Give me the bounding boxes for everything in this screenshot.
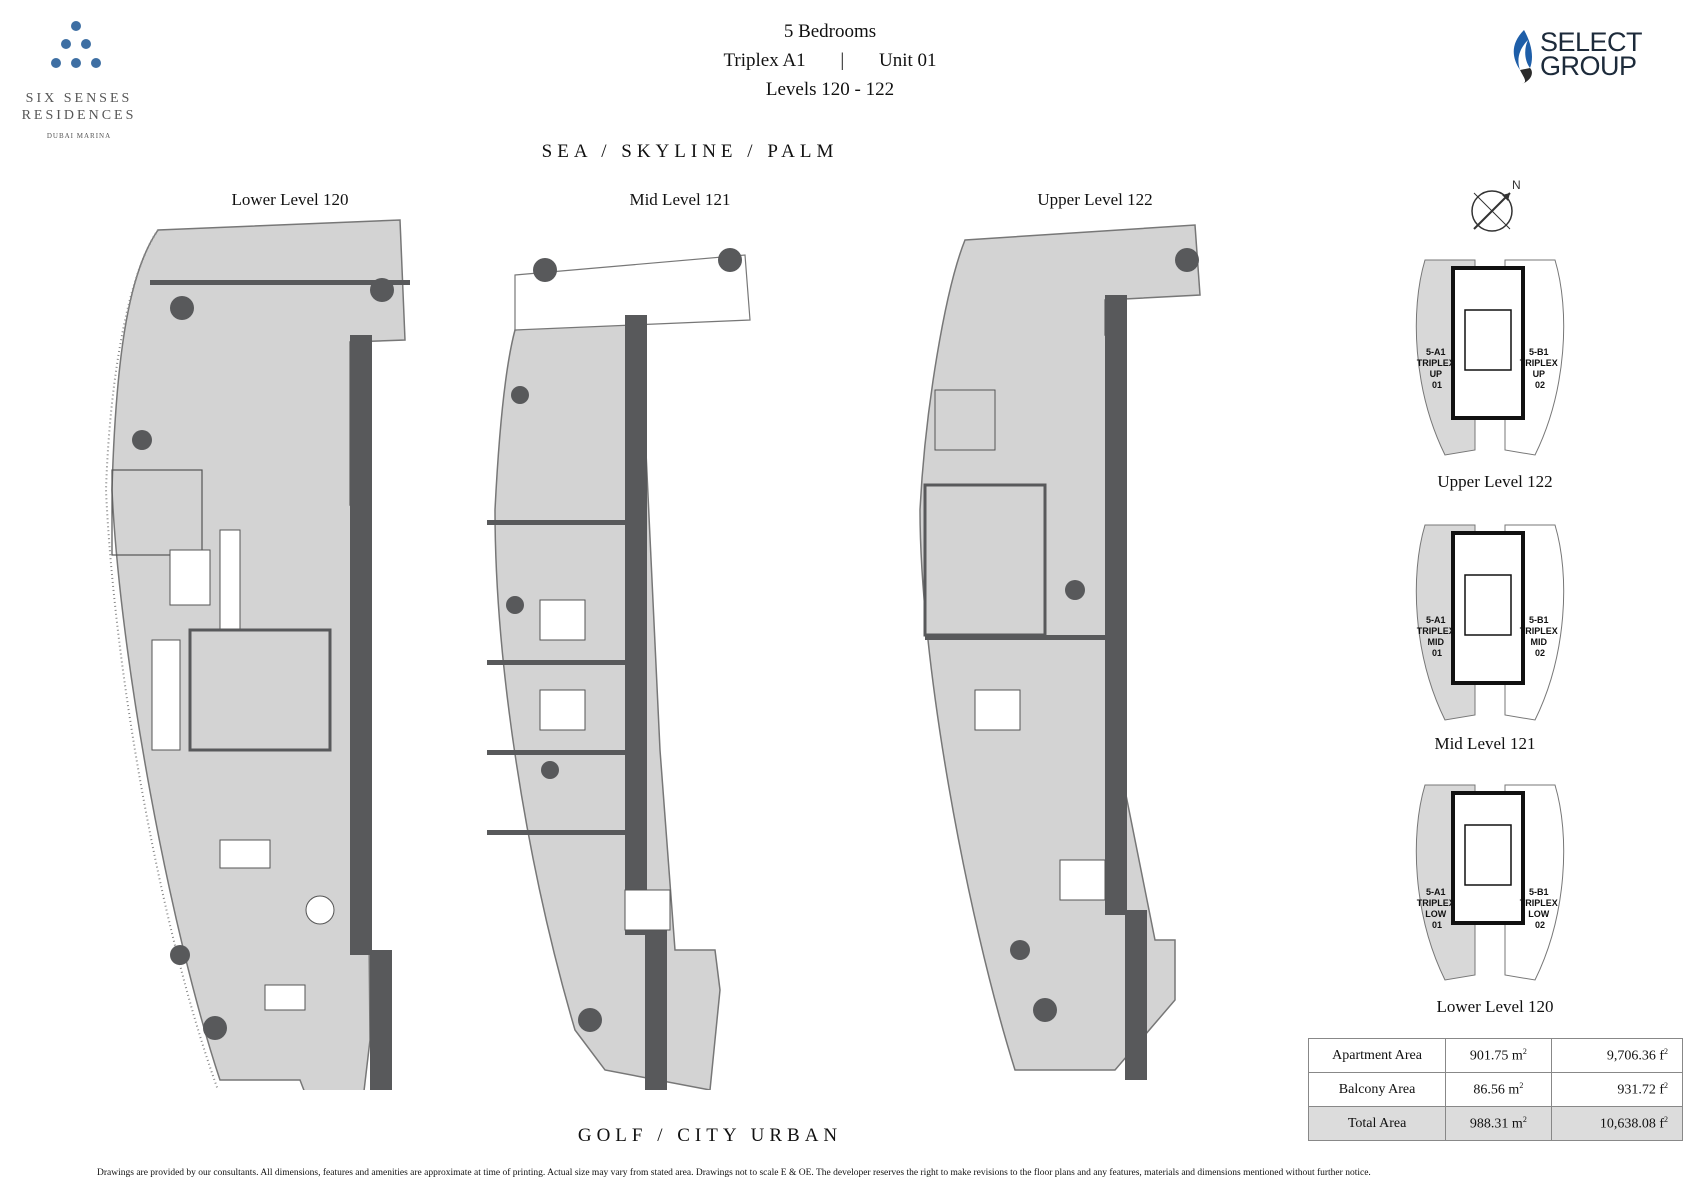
floor-plan-upper-level [919,224,1201,1080]
unit-type: Triplex A1 [723,50,806,71]
separator: | [840,50,845,71]
structural-wall-lower [645,930,667,1090]
floor-plan-mid-level [487,248,751,1090]
area-table: Apartment Area 901.75 m2 9,706.36 f2 Bal… [1307,1038,1683,1141]
logo-name-line1: SIX SENSES [25,91,133,106]
area-ft: 9,706.36 f2 [1550,1038,1683,1073]
north-label: N [1512,178,1521,192]
key-right-line4: 02 [1535,648,1545,658]
plan-title-lower: Lower Level 120 [231,190,349,209]
unit-number: Unit 01 [878,50,937,71]
logo-name-line2: RESIDENCES [21,108,137,123]
key-title-lower: Lower Level 120 [1436,997,1554,1016]
area-ft: 10,638.08 f2 [1550,1106,1683,1141]
key-left-line1: 5-A1 [1426,615,1446,625]
floor-area [111,219,406,1090]
key-right-line1: 5-B1 [1529,347,1549,357]
key-left-line2: TRIPLEX [1417,626,1455,636]
disclaimer-text: Drawings are provided by our consultants… [97,1168,1371,1178]
levels-label: Levels 120 - 122 [765,79,895,100]
table-row: Balcony Area 86.56 m2 931.72 f2 [1307,1072,1683,1107]
svg-text:5-B1 TRIPLEX LOW 0: 5-B1 TRIPLEX LOW 02 [1520,887,1561,930]
floor-area [919,224,1201,1071]
key-left-line1: 5-A1 [1426,887,1446,897]
structural-wall [1105,295,1127,915]
key-right-line2: TRIPLEX [1520,898,1558,908]
orientation-top: SEA / SKYLINE / PALM [541,141,839,162]
key-right-line3: MID [1530,637,1547,647]
brand-line1: SELECT [1540,27,1643,57]
key-right-line2: TRIPLEX [1520,626,1558,636]
key-left-line2: TRIPLEX [1417,358,1455,368]
key-right-line3: LOW [1528,909,1549,919]
svg-text:5-B1 TRIPLEX MID 0: 5-B1 TRIPLEX MID 02 [1520,615,1561,658]
svg-text:5-A1 TRIPLEX UP 01: 5-A1 TRIPLEX UP 01 [1417,347,1458,390]
structural-wall-lower [1125,910,1147,1080]
flame-logo-icon [1513,30,1532,84]
logo-subtitle: DUBAI MARINA [46,132,112,140]
plan-title-mid: Mid Level 121 [629,190,731,209]
table-row: Apartment Area 901.75 m2 9,706.36 f2 [1307,1038,1683,1073]
select-group-logo: SELECT GROUP [1508,28,1668,84]
dots-logo-icon [51,21,101,68]
key-plan-mid: 5-A1 TRIPLEX MID 01 5-B1 TRIPLEX MID 02 [1415,524,1565,721]
key-left-line4: 01 [1432,380,1442,390]
area-m2: 901.75 m2 [1445,1038,1552,1073]
area-m2: 988.31 m2 [1445,1106,1552,1141]
balcony-top [514,254,751,331]
key-title-upper: Upper Level 122 [1437,472,1553,491]
structural-wall-lower [370,950,392,1090]
key-left-line3: UP [1430,369,1442,379]
area-m2: 86.56 m2 [1445,1072,1552,1107]
area-ft: 931.72 f2 [1550,1072,1683,1107]
six-senses-logo: SIX SENSES RESIDENCES DUBAI MARINA [14,20,144,140]
brand-line2: GROUP [1540,51,1637,81]
terrace-wall [150,280,410,285]
unit-type-line: Triplex A1 | Unit 01 [680,46,980,75]
key-plan-lower: 5-A1 TRIPLEX LOW 01 5-B1 TRIPLEX LOW 02 [1415,784,1565,981]
row-label: Apartment Area [1307,1038,1447,1073]
unit-header: 5 Bedrooms Triplex A1 | Unit 01 Levels 1… [680,17,980,104]
bedrooms-label: 5 Bedrooms [783,21,877,42]
row-label: Balcony Area [1307,1072,1447,1107]
key-right-line2: TRIPLEX [1520,358,1558,368]
structural-wall [625,315,647,935]
svg-text:5-B1 TRIPLEX UP 02: 5-B1 TRIPLEX UP 02 [1520,347,1561,390]
plan-title-upper: Upper Level 122 [1037,190,1153,209]
key-left-line4: 01 [1432,648,1442,658]
key-right-line1: 5-B1 [1529,615,1549,625]
key-left-line1: 5-A1 [1426,347,1446,357]
key-left-line2: TRIPLEX [1417,898,1455,908]
key-plan-upper: 5-A1 TRIPLEX UP 01 5-B1 TRIPLEX UP 02 [1415,259,1565,456]
row-label: Total Area [1307,1106,1447,1141]
key-right-line3: UP [1533,369,1545,379]
key-title-mid: Mid Level 121 [1434,734,1536,753]
floor-area [494,319,721,1090]
key-right-line4: 02 [1535,920,1545,930]
key-right-line1: 5-B1 [1529,887,1549,897]
key-left-line3: LOW [1425,909,1446,919]
key-left-line4: 01 [1432,920,1442,930]
table-row-total: Total Area 988.31 m2 10,638.08 f2 [1307,1106,1683,1141]
svg-text:5-A1 TRIPLEX LOW 0: 5-A1 TRIPLEX LOW 01 [1417,887,1458,930]
key-right-line4: 02 [1535,380,1545,390]
floor-plan-lower-level [104,219,410,1090]
north-arrow-icon: N [1471,178,1521,232]
orientation-bottom: GOLF / CITY URBAN [577,1125,843,1146]
structural-wall [350,335,372,955]
key-left-line3: MID [1427,637,1444,647]
svg-text:5-A1 TRIPLEX MID 0: 5-A1 TRIPLEX MID 01 [1417,615,1458,658]
